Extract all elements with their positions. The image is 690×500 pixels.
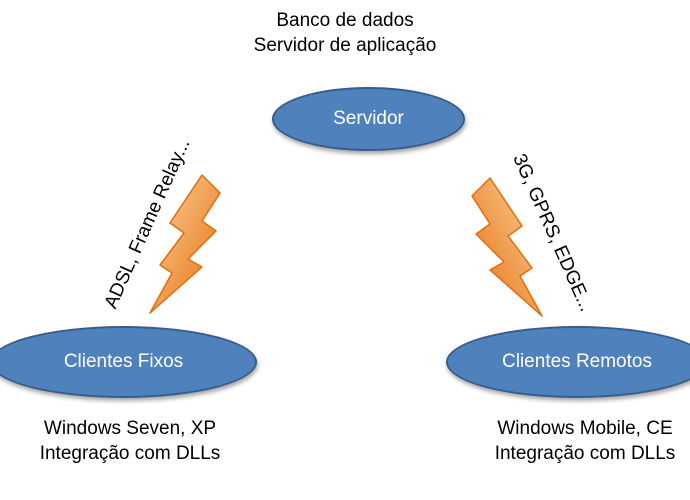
- remote-clients-node-label: Clientes Remotos: [502, 351, 652, 372]
- fixed-clients-caption-line-2: Integração com DLLs: [39, 443, 221, 464]
- fixed-clients-caption: Windows Seven, XP Integração com DLLs: [15, 416, 245, 466]
- lightning-bolt-icon: [149, 174, 221, 314]
- lightning-bolt-icon: [471, 177, 543, 317]
- remote-clients-caption-line-1: Windows Mobile, CE: [497, 418, 673, 439]
- server-caption-line-2: Servidor de aplicação: [253, 35, 437, 56]
- fixed-clients-caption-line-1: Windows Seven, XP: [43, 418, 217, 439]
- fixed-clients-node: Clientes Fixos: [0, 326, 257, 398]
- server-caption-line-1: Banco de dados: [276, 10, 414, 31]
- remote-clients-caption: Windows Mobile, CE Integração com DLLs: [470, 416, 690, 466]
- remote-clients-node: Clientes Remotos: [446, 326, 690, 398]
- fixed-clients-node-label: Clientes Fixos: [63, 351, 184, 372]
- server-node-label: Servidor: [333, 108, 404, 129]
- server-caption: Banco de dados Servidor de aplicação: [195, 8, 495, 58]
- server-node: Servidor: [272, 87, 465, 151]
- remote-clients-caption-line-2: Integração com DLLs: [494, 443, 676, 464]
